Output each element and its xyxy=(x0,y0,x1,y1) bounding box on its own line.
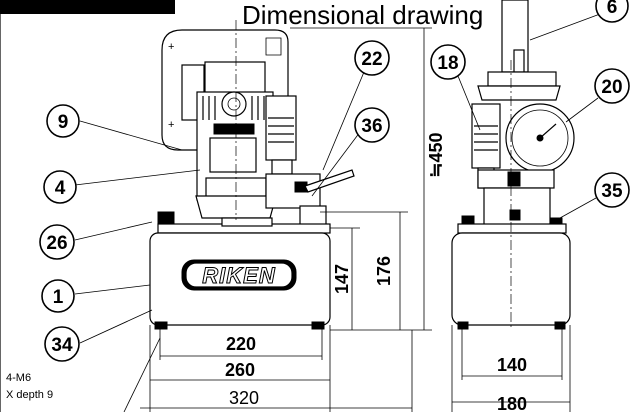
motor-nameplate-band xyxy=(213,123,255,135)
side-port xyxy=(509,209,521,221)
motor-terminal xyxy=(221,91,247,117)
svg-text:6: 6 xyxy=(607,0,618,18)
leader-lines xyxy=(74,13,601,412)
pump-mount xyxy=(221,217,273,227)
side-valve-knob xyxy=(507,171,521,187)
coupler-neck xyxy=(271,159,293,175)
svg-text:+: + xyxy=(168,41,174,53)
svg-text:35: 35 xyxy=(601,181,623,202)
coupler-body xyxy=(265,95,297,161)
dim-147: 147 xyxy=(332,264,352,294)
dim-260: 260 xyxy=(225,360,255,380)
svg-text:34: 34 xyxy=(51,335,73,356)
side-frame-top xyxy=(487,71,557,87)
dim-180: 180 xyxy=(497,394,527,412)
svg-text:1: 1 xyxy=(53,287,64,308)
callout-6: 6 xyxy=(595,0,629,23)
coupler-rings xyxy=(268,117,294,143)
cover-corner-box xyxy=(265,37,282,56)
dim-220: 220 xyxy=(226,334,256,354)
bolt-note-line2: X depth 9 xyxy=(6,389,53,401)
side-breather xyxy=(461,215,475,225)
callout-1: 1 xyxy=(41,279,75,313)
dim-140: 140 xyxy=(497,355,527,375)
callout-18: 18 xyxy=(430,44,466,80)
callout-4: 4 xyxy=(43,170,77,204)
svg-text:20: 20 xyxy=(601,77,622,98)
gauge-hub xyxy=(536,134,544,142)
breather-cap xyxy=(157,211,175,225)
callout-36: 36 xyxy=(354,107,390,143)
svg-text:26: 26 xyxy=(46,233,67,254)
svg-text:4: 4 xyxy=(55,178,66,199)
callout-22: 22 xyxy=(354,40,390,76)
side-cover-slot xyxy=(513,49,525,73)
svg-text:36: 36 xyxy=(361,116,382,137)
header-bar xyxy=(0,0,175,14)
side-bracket xyxy=(477,85,561,101)
callout-35: 35 xyxy=(594,172,630,208)
side-coupler xyxy=(471,103,501,169)
dim-176: 176 xyxy=(374,256,394,286)
front-view: + + xyxy=(149,20,355,330)
side-foot-right xyxy=(554,321,566,330)
motor-top xyxy=(204,61,266,95)
dim-320: 320 xyxy=(229,388,259,408)
side-top-plate xyxy=(457,223,567,234)
callout-34: 34 xyxy=(44,326,80,362)
motor-terminal-inner xyxy=(227,97,241,111)
brand-logo: RIKEN xyxy=(202,263,276,288)
motor-nameplate xyxy=(209,137,257,173)
svg-text:22: 22 xyxy=(361,49,382,70)
side-foot-left xyxy=(457,321,469,330)
brand-plate-inner xyxy=(185,262,293,288)
motor-fins xyxy=(202,96,265,120)
bolt-note-line1: 4-M6 xyxy=(6,372,31,384)
foot-right xyxy=(311,321,325,330)
foot-left xyxy=(154,321,168,330)
svg-text:+: + xyxy=(168,119,174,131)
callout-9: 9 xyxy=(46,104,80,138)
callout-26: 26 xyxy=(39,224,75,260)
side-view xyxy=(451,0,575,330)
gauge-needle xyxy=(539,123,557,139)
side-dimensions: 140 180 xyxy=(451,325,571,412)
gauge-face xyxy=(511,109,569,167)
dim-450: ≒450 xyxy=(426,132,446,177)
side-bolt xyxy=(549,217,563,225)
callout-20: 20 xyxy=(594,68,630,104)
svg-text:9: 9 xyxy=(58,112,69,133)
release-handle xyxy=(304,169,355,193)
svg-text:18: 18 xyxy=(437,53,458,74)
drawing-title: Dimensional drawing xyxy=(242,0,483,30)
front-dimensions: 220 260 320 147 176 ≒450 xyxy=(140,27,446,412)
